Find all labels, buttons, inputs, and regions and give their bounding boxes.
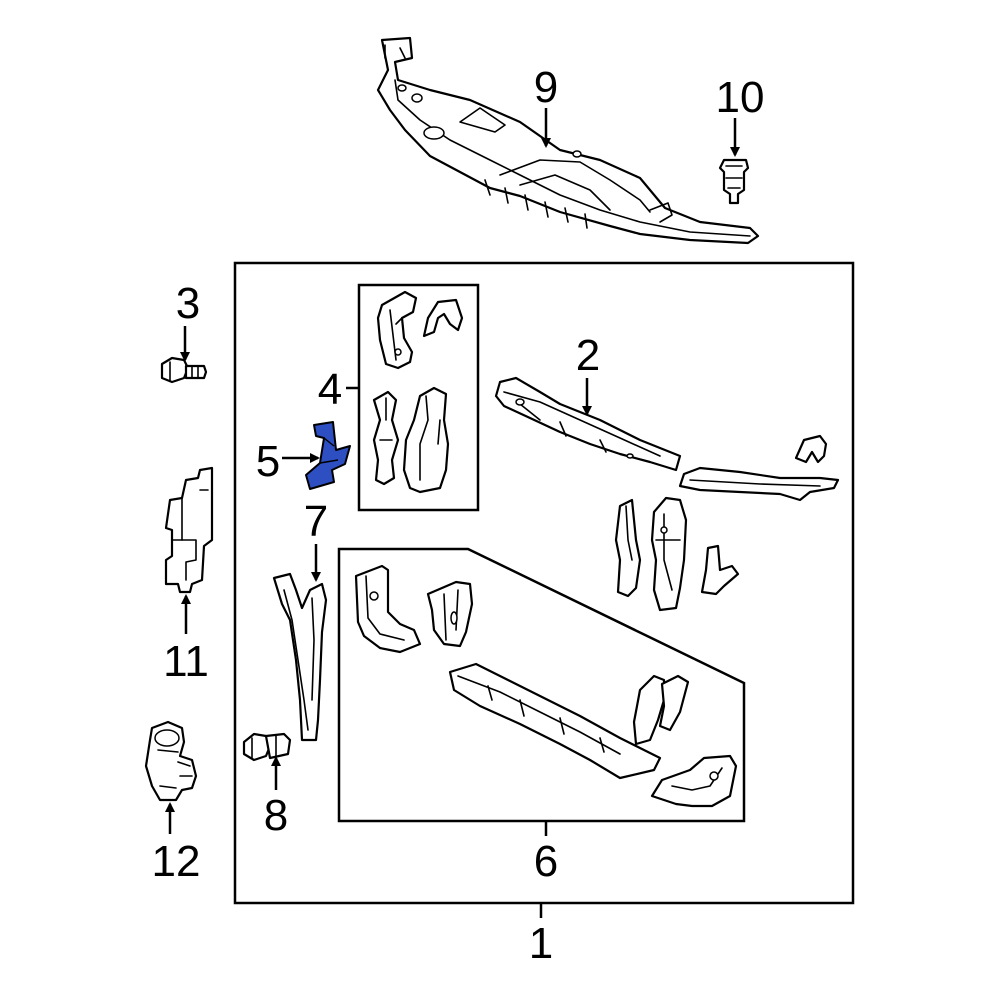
- part-11-side-bracket[interactable]: [164, 466, 214, 594]
- part-8-bolt[interactable]: [242, 732, 292, 762]
- callout-4: 4: [318, 365, 342, 414]
- part-10-clip[interactable]: [718, 158, 750, 205]
- callout-2: 2: [576, 331, 600, 380]
- part-3-bolt[interactable]: [160, 356, 208, 384]
- callout-7: 7: [304, 497, 328, 546]
- callout-9: 9: [534, 63, 558, 112]
- callout-3: 3: [176, 279, 200, 328]
- part-9-radiator-support-cover[interactable]: [376, 36, 760, 245]
- callout-5: 5: [256, 437, 280, 486]
- callout-12: 12: [152, 837, 201, 886]
- callout-10: 10: [716, 73, 765, 122]
- callout-11: 11: [163, 637, 209, 686]
- part-7-vertical-support[interactable]: [272, 572, 328, 742]
- part-6-lower-support[interactable]: [354, 564, 738, 808]
- callout-6: 6: [534, 837, 558, 886]
- callout-8: 8: [264, 791, 288, 840]
- group-box-6: [337, 547, 746, 823]
- callout-1: 1: [529, 919, 553, 968]
- assembly-frame: [233, 261, 855, 905]
- group-box-4: [357, 283, 480, 512]
- part-5-bracket-highlighted[interactable]: [305, 421, 351, 490]
- part-12-sensor[interactable]: [144, 720, 198, 802]
- part-4-brackets[interactable]: [372, 290, 464, 494]
- part-2-upper-tie-bar[interactable]: [494, 376, 840, 612]
